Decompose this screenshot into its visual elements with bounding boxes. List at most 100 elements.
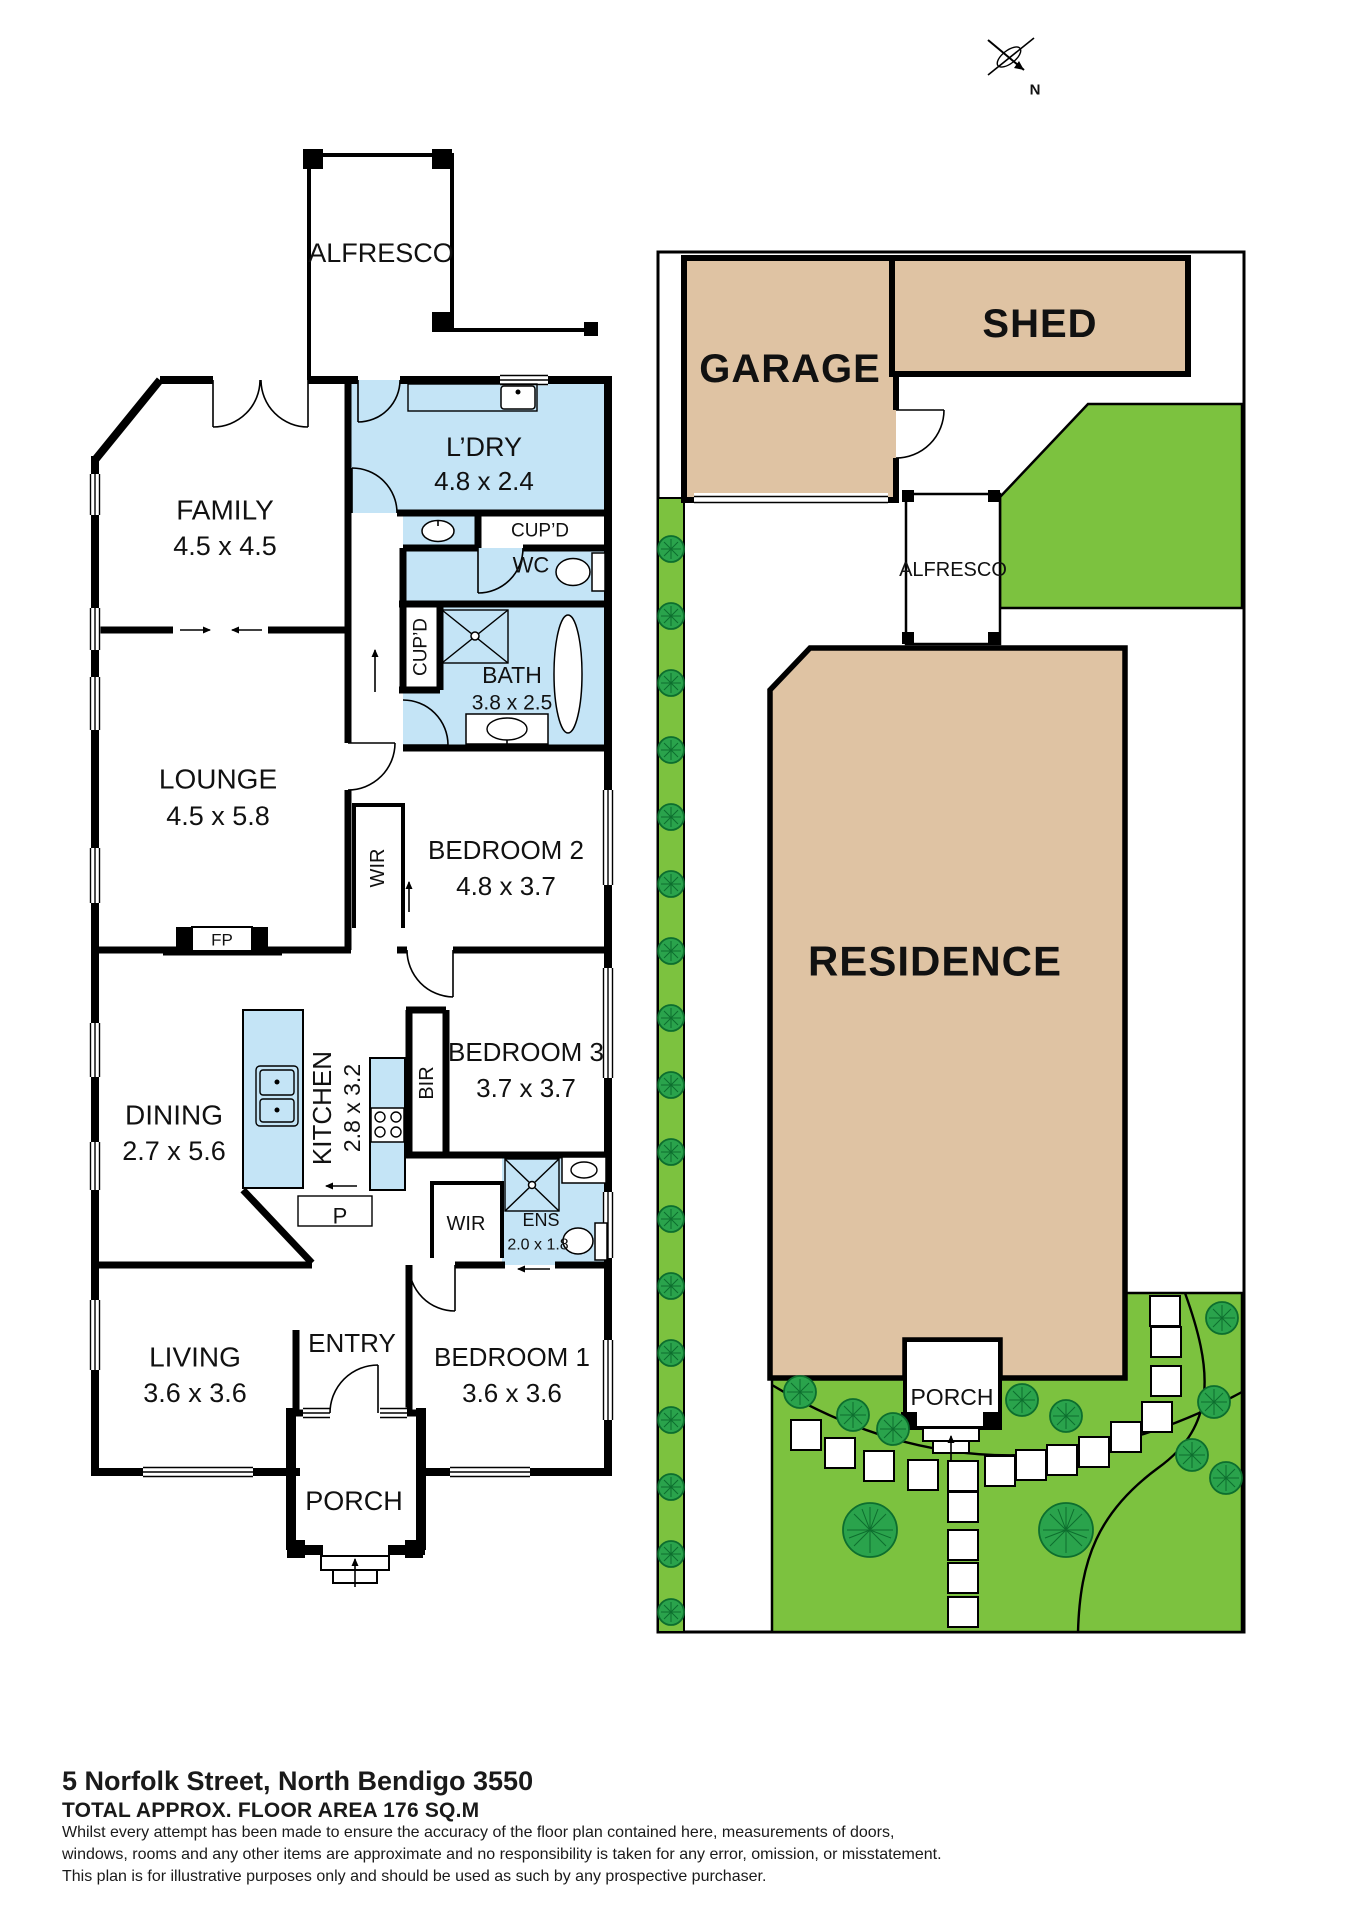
room-label-laundry: L’DRY [446, 432, 522, 462]
fixtures [255, 383, 608, 1261]
window [602, 1340, 614, 1420]
stepping-stone-icon [907, 1459, 939, 1491]
room-label-cupboard-top: CUP’D [511, 521, 569, 542]
stepping-stone-icon [947, 1460, 979, 1492]
door-arc [895, 409, 945, 459]
tree-icon [783, 1375, 817, 1409]
disclaimer-line: Whilst every attempt has been made to en… [62, 1824, 895, 1841]
disclaimer-line: This plan is for illustrative purposes o… [62, 1868, 767, 1885]
stepping-stone-icon [947, 1529, 979, 1561]
stepping-stone-icon [1046, 1444, 1078, 1476]
door-arc [406, 949, 454, 998]
room-label-living: LIVING [149, 1342, 241, 1373]
site-alfresco-area [904, 492, 1002, 646]
tree-icon [657, 1598, 685, 1626]
room-label-wir-bed2: WIR [367, 849, 389, 888]
shower-icon [441, 609, 509, 664]
tree-icon [1205, 1301, 1239, 1335]
room-dims-laundry: 4.8 x 2.4 [434, 466, 534, 496]
room-label-bedroom1: BEDROOM 1 [434, 1342, 590, 1372]
room-dims-bath: 3.8 x 2.5 [472, 692, 553, 715]
floor-plan: ALFRESCO FAMILY 4.5 x 4.5 L’DRY 4.8 x 2.… [89, 149, 614, 1587]
pantry-shelf [297, 1195, 373, 1227]
cooktop-icon [370, 1107, 405, 1143]
windows [89, 374, 614, 1478]
window [602, 968, 614, 1078]
alfresco-posts [902, 490, 1000, 644]
stepping-stone-icon [984, 1455, 1016, 1487]
room-label-pantry: P [333, 1204, 348, 1229]
toilet-icon [562, 1222, 608, 1261]
window [89, 1300, 101, 1370]
window [89, 848, 101, 903]
residence-area [767, 645, 1128, 1381]
room-label-kitchen: KITCHEN [307, 1051, 337, 1165]
room-dims-ensuite: 2.0 x 1.8 [507, 1237, 568, 1254]
shed-area [889, 255, 1191, 377]
porch-post [983, 1412, 999, 1428]
door-arc [357, 379, 401, 423]
tree-icon [657, 736, 685, 764]
alfresco-posts [303, 149, 598, 336]
site-alfresco-label: ALFRESCO [899, 559, 1007, 581]
tree-icon [1209, 1461, 1243, 1495]
room-label-bedroom2: BEDROOM 2 [428, 835, 584, 865]
exterior-walls [91, 376, 612, 1476]
room-label-family: FAMILY [176, 495, 274, 526]
porch-walls [286, 1408, 426, 1555]
tree-icon [876, 1412, 910, 1446]
door-arc [351, 467, 398, 514]
tree-icon [657, 1406, 685, 1434]
fireplace-label: FP [211, 931, 233, 950]
stepping-stone-icon [1015, 1449, 1047, 1481]
tree-icon [657, 1339, 685, 1367]
site-porch-label: PORCH [910, 1384, 993, 1410]
room-label-entry: ENTRY [308, 1328, 396, 1358]
tree-icon [842, 1502, 898, 1558]
window [143, 1466, 253, 1478]
door-arc [347, 742, 396, 791]
room-dims-lounge: 4.5 x 5.8 [166, 801, 270, 831]
room-label-cupboard-side: CUP’D [411, 618, 432, 676]
room-label-wir-bed1: WIR [447, 1213, 486, 1235]
north-label: N [1030, 82, 1041, 99]
garage-label: GARAGE [699, 347, 881, 391]
door-arcs [212, 379, 524, 1414]
room-dims-dining: 2.7 x 5.6 [122, 1136, 226, 1166]
room-label-lounge: LOUNGE [159, 764, 277, 795]
window [303, 1407, 330, 1419]
stepping-stone-icon [947, 1562, 979, 1594]
robe-walls [352, 803, 504, 1258]
tree-icon [657, 1540, 685, 1568]
stepping-stone-icon [1110, 1421, 1142, 1453]
window [89, 608, 101, 650]
garage-area [684, 258, 896, 500]
tree-icon [657, 803, 685, 831]
tree-icon [657, 937, 685, 965]
room-label-ensuite: ENS [522, 1210, 559, 1230]
tree-icon [1005, 1383, 1039, 1417]
tree-icon [657, 669, 685, 697]
toilet-icon [555, 552, 606, 592]
stepping-stone-icon [790, 1419, 822, 1451]
address-text: 5 Norfolk Street, North Bendigo 3550 [62, 1766, 534, 1796]
vanity-icon [465, 713, 549, 745]
window [380, 1407, 407, 1419]
site-plan: GARAGE SHED ALFRESCO RESIDENCE PORCH [656, 250, 1246, 1634]
window [89, 474, 101, 515]
tree-icon [657, 1205, 685, 1233]
shed-label: SHED [982, 302, 1097, 346]
tree-icon [836, 1398, 870, 1432]
garage-walls [681, 255, 899, 503]
laundry-bench [407, 383, 538, 412]
room-label-bedroom3: BEDROOM 3 [448, 1037, 604, 1067]
stepping-stone-icon [1078, 1436, 1110, 1468]
door-arc [212, 379, 261, 428]
tree-icon [657, 1138, 685, 1166]
stepping-stone-icon [824, 1437, 856, 1469]
room-dims-living: 3.6 x 3.6 [143, 1378, 247, 1408]
room-dims-family: 4.5 x 4.5 [173, 531, 277, 561]
tree-icon [1038, 1502, 1094, 1558]
room-label-porch: PORCH [305, 1486, 403, 1516]
